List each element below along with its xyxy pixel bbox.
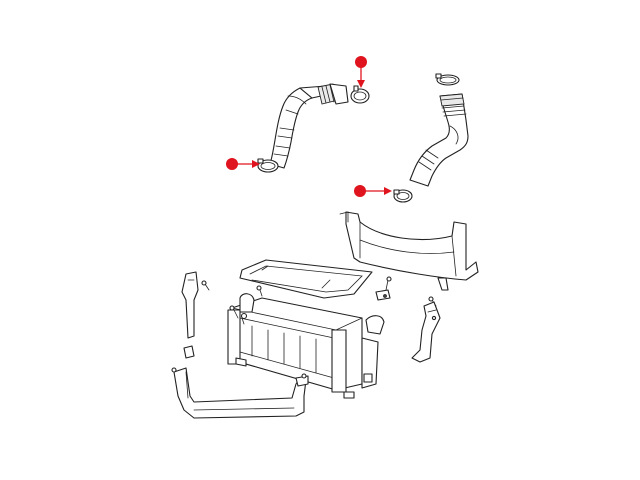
callout-right-hose-clamp	[354, 185, 392, 197]
red-dot-icon	[355, 56, 367, 68]
left-hose-lower-clamp	[257, 158, 279, 173]
callout-left-hose-clamp	[226, 158, 260, 170]
left-side-bracket	[181, 271, 199, 359]
right-charge-air-hose	[409, 93, 469, 187]
lower-support-bracket	[171, 367, 309, 419]
air-deflector-shroud	[339, 211, 479, 291]
red-dot-icon	[354, 185, 366, 197]
charge-air-cooler	[227, 293, 385, 399]
right-hose-upper-clamp	[435, 73, 460, 86]
mounting-bolts	[201, 276, 437, 325]
left-charge-air-hose	[269, 83, 349, 169]
right-side-bracket	[411, 301, 441, 363]
red-dot-icon	[226, 158, 238, 170]
right-hose-lower-clamp	[393, 189, 413, 203]
callout-upper-clamp	[355, 56, 367, 88]
upper-support-bracket	[239, 259, 373, 299]
upper-hose-clamp	[350, 85, 370, 104]
